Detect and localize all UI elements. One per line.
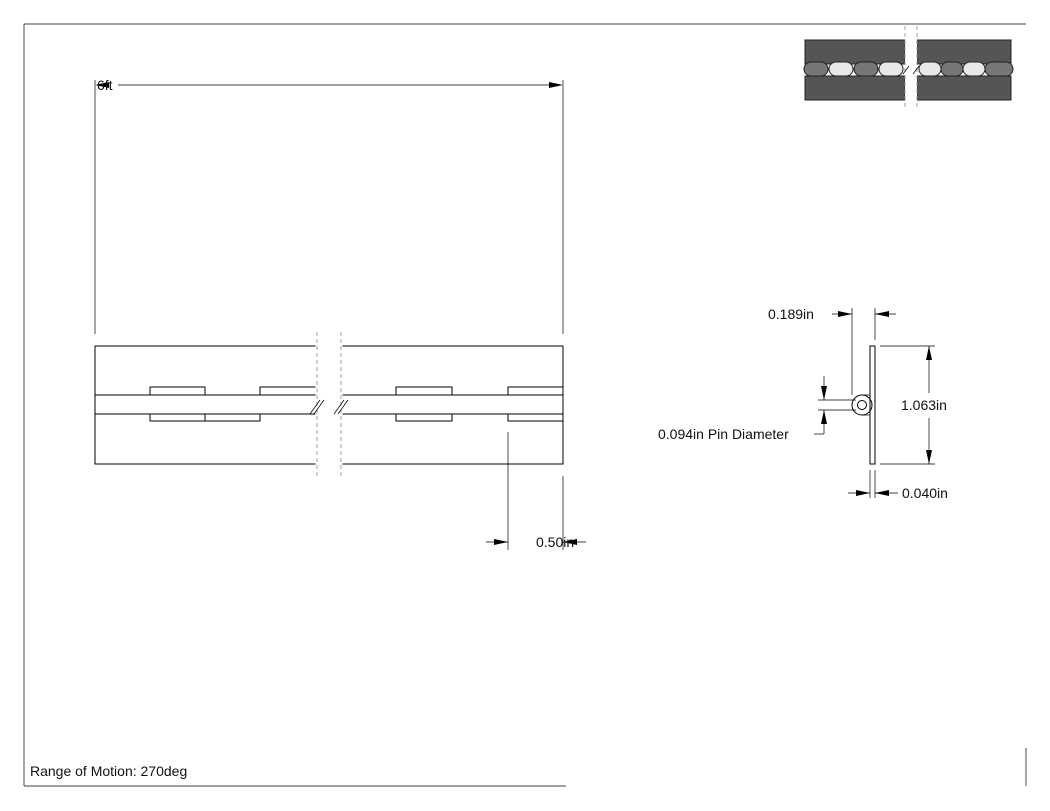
- width-dimension: [880, 345, 935, 465]
- knuckle-length-dimension: [486, 432, 586, 550]
- pin-diameter-label: 0.094in Pin Diameter: [658, 426, 789, 442]
- overall-length-label: 6ft: [97, 77, 113, 93]
- thickness-label: 0.040in: [902, 485, 948, 501]
- pin-diameter-dimension: [814, 376, 856, 435]
- width-label: 1.063in: [901, 397, 947, 413]
- hinge-preview-image: [803, 26, 1014, 110]
- overall-length-dimension: [94, 80, 564, 334]
- hinge-side-view: [851, 345, 876, 465]
- leaf-offset-label: 0.189in: [768, 306, 814, 322]
- knuckle-length-label: 0.50in: [536, 534, 574, 550]
- range-of-motion-note: Range of Motion: 270deg: [30, 763, 187, 779]
- hinge-front-view: [94, 332, 564, 478]
- sheet-border: [23, 23, 1027, 787]
- thickness-dimension: [848, 470, 898, 498]
- leaf-offset-dimension: [832, 308, 896, 395]
